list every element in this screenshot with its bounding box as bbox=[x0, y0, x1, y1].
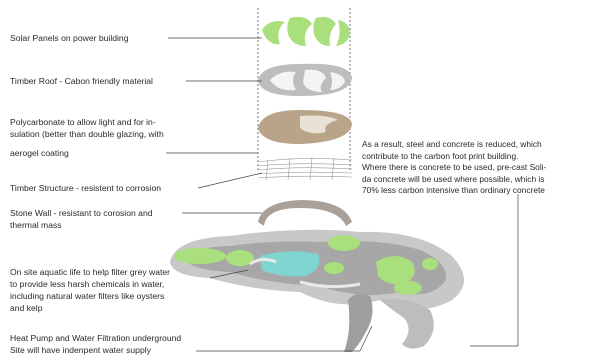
label-solar-panels: Solar Panels on power building bbox=[10, 32, 128, 44]
timber-structure-layer bbox=[258, 157, 352, 180]
polycarbonate-layer bbox=[258, 110, 352, 144]
label-stone-wall: Stone Wall - resistant to corosion and t… bbox=[10, 207, 153, 231]
stone-wall-layer bbox=[258, 200, 352, 226]
label-aquatic-life: On site aquatic life to help filter grey… bbox=[10, 266, 170, 314]
carbon-note: As a result, steel and concrete is reduc… bbox=[362, 139, 602, 197]
label-timber-roof: Timber Roof - Cabon friendly material bbox=[10, 75, 153, 87]
label-aerogel: aerogel coating bbox=[10, 147, 69, 159]
solar-panel-layer bbox=[262, 17, 350, 46]
timber-roof-layer bbox=[258, 64, 352, 96]
site-plan bbox=[170, 230, 464, 309]
label-polycarbonate: Polycarbonate to allow light and for in-… bbox=[10, 116, 164, 140]
label-heat-pump: Heat Pump and Water Filtration undergrou… bbox=[10, 332, 181, 356]
label-timber-structure: Timber Structure - resistent to corrosio… bbox=[10, 182, 161, 194]
